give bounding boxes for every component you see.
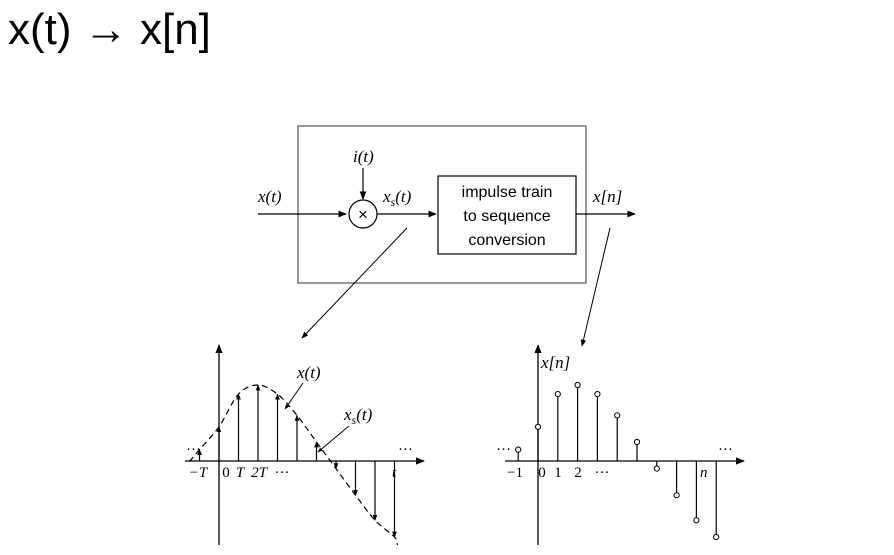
curve-label-pointer — [284, 382, 304, 410]
left-axis-var: t — [392, 465, 397, 481]
sequence-sample-point — [594, 391, 601, 398]
converter-line-2: to sequence — [463, 208, 550, 225]
samples-label: xs(t) — [343, 405, 373, 427]
sequence-sample-point — [633, 438, 641, 446]
pointer-arrow-left — [301, 227, 408, 339]
sequence-sample-point — [673, 492, 680, 499]
right-axis-var: n — [700, 465, 708, 481]
left-ellipsis-right: ··· — [398, 442, 413, 458]
right-ellipsis-right: ··· — [718, 442, 733, 458]
sampled-signal-label-sub: s — [391, 195, 396, 209]
converter-line-3: conversion — [468, 232, 545, 249]
sampled-signal-label: xs(t) — [382, 187, 412, 209]
block-diagram: x(t) i(t) × xs(t) impulse train to seque… — [257, 125, 636, 347]
sampled-signal-label-main: x — [382, 187, 391, 206]
pointer-arrow-right — [580, 227, 611, 347]
discrete-sequence-plot: x[n] ··· ··· n −1 0 1 2 ··· — [496, 344, 745, 545]
sequence-sample-point — [693, 517, 700, 524]
impulse-train-label: i(t) — [353, 147, 374, 166]
sequence-sample-point — [653, 465, 660, 472]
right-ylabel: x[n] — [540, 353, 570, 372]
right-ellipsis-left: ··· — [496, 442, 511, 458]
sequence-sample-point — [574, 381, 581, 389]
right-tick-neg1: −1 — [507, 465, 523, 481]
system-box — [297, 125, 587, 284]
left-tick-neg-t: −T — [189, 465, 209, 481]
multiplier-symbol: × — [358, 205, 368, 224]
right-tick-2: 2 — [574, 465, 582, 481]
converter-block — [437, 175, 577, 255]
right-tick-dots: ··· — [595, 465, 610, 481]
curve-label: x(t) — [296, 363, 321, 382]
slide-title: x(t) → x[n] — [8, 5, 211, 54]
left-tick-dots: ··· — [275, 465, 290, 481]
sequence-sample-point — [515, 446, 522, 453]
sequence-sample-point — [554, 391, 561, 398]
sequence-sample-point — [713, 533, 720, 541]
sampled-signal-plot: ··· ··· t −T 0 T 2T ··· x(t) xs(t) — [185, 344, 425, 546]
samples-label-paren: (t) — [356, 405, 372, 424]
right-tick-1: 1 — [554, 465, 562, 481]
samples-label-pointer — [317, 425, 350, 453]
left-tick-t: T — [236, 465, 246, 481]
sampled-signal-label-paren: (t) — [395, 187, 411, 206]
samples-label-main: x — [343, 405, 352, 424]
input-signal-label: x(t) — [257, 187, 282, 206]
converter-line-1: impulse train — [462, 184, 553, 201]
sequence-sample-point — [534, 423, 542, 430]
left-ellipsis-left: ··· — [186, 442, 201, 458]
left-tick-2t: 2T — [251, 465, 269, 481]
left-tick-zero: 0 — [222, 465, 230, 481]
sequence-sample-point — [614, 412, 621, 419]
samples-label-sub: s — [352, 413, 357, 427]
right-tick-0: 0 — [538, 465, 546, 481]
output-label: x[n] — [592, 187, 622, 206]
